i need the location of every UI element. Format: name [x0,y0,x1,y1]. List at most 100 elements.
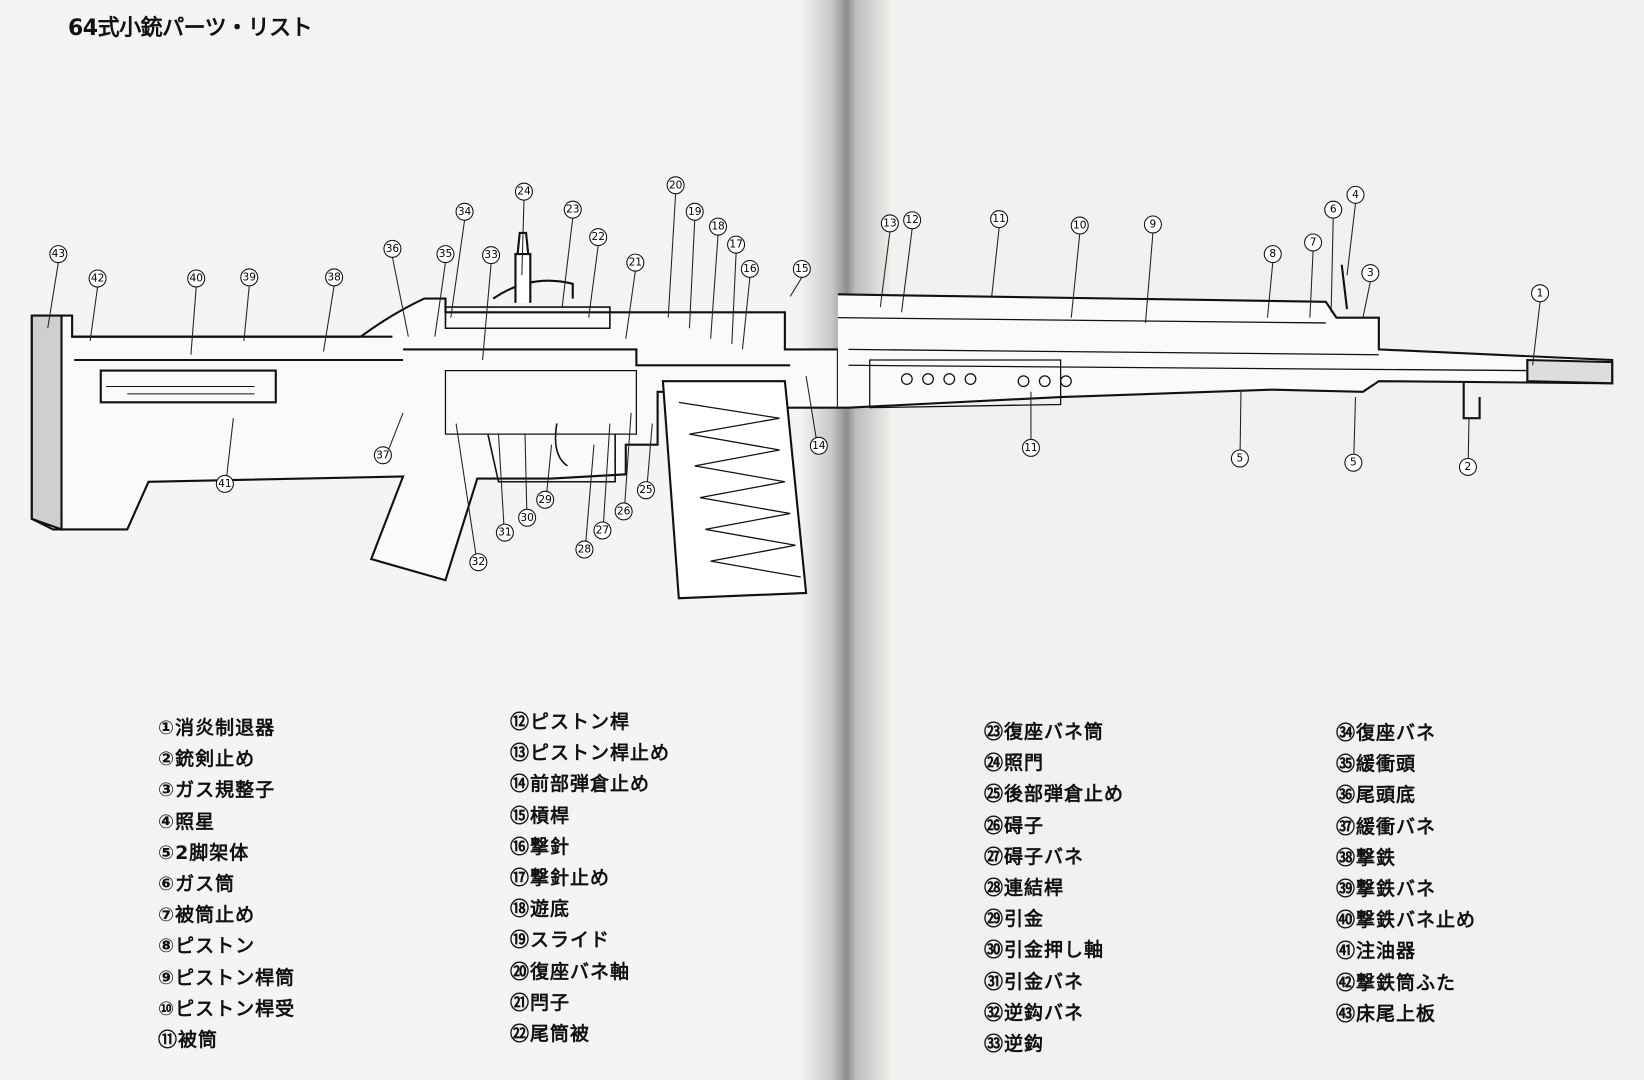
callout-number: 13 [883,217,896,229]
leader-line [731,253,737,345]
part-list-item: ㊵撃鉄バネ止め [1336,909,1477,932]
part-list-item: ㉒尾筒被 [510,1022,591,1045]
leader-line [434,262,446,337]
callout-number: 27 [596,524,609,536]
part-list-item: ㊲緩衝バネ [1336,815,1437,838]
callout-circle [1263,245,1282,264]
callout-number: 38 [327,271,340,283]
part-list-item: ⑧ピストン [158,935,256,958]
callout-circle [518,508,537,527]
callout-number: 42 [91,272,104,284]
callout: 27 [593,423,612,540]
page-title: 64式小銃パーツ・リスト [68,16,313,41]
callout-number: 35 [439,248,452,260]
leader-line [391,257,409,337]
part-list-item: ㉟緩衝頭 [1336,753,1417,776]
callout-circle [685,202,704,221]
callout: 4 [1346,185,1365,276]
callout-number: 5 [1350,457,1357,469]
callout: 32 [455,423,488,572]
part-list-item: ⑨ピストン桿筒 [158,966,296,989]
callout-number: 11 [992,213,1005,225]
callout: 2 [1458,418,1477,476]
callout-number: 11 [1024,442,1037,454]
callout-circle [1304,233,1323,252]
callout: 6 [1324,200,1343,313]
callout: 28 [575,444,595,559]
part-list-item: ③ガス規整子 [158,779,276,802]
part-list-item: ⑱遊底 [510,898,571,921]
callout-number: 28 [578,544,591,556]
callout-circle [809,436,828,455]
callout-circle [903,211,922,230]
leader-line [623,412,632,520]
leader-line [710,235,719,339]
callout-circle [187,269,206,288]
callout-number: 15 [795,263,808,275]
callout: 7 [1304,233,1323,318]
callout-circle [709,217,728,236]
callout-circle [792,259,811,278]
part-list-item: ④照星 [158,810,216,833]
callout-circle [589,228,608,247]
leader-line [190,286,197,355]
part-list-item: ①消炎制退器 [158,717,276,739]
callout-number: 40 [189,272,203,284]
part-list-item: ⑫ピストン桿 [510,711,631,733]
callout-number: 19 [688,206,701,218]
callout-circle [563,200,582,219]
leader-line [667,193,677,318]
part-list-item: ㊱尾頭底 [1336,784,1417,807]
leader-line [89,286,99,342]
callout-circle [1021,438,1040,457]
leader-line [601,423,611,539]
callout-number: 33 [484,249,497,261]
callout-number: 14 [812,440,826,452]
callout-circle [482,246,501,265]
callout: 12 [901,211,922,313]
callout-number: 20 [669,179,683,191]
callout: 42 [88,269,107,342]
part-list-item: ⑬ピストン桿止め [510,742,671,765]
callout: 20 [666,176,685,318]
part-list-item: ②銃剣止め [158,748,256,771]
callout: 39 [240,268,259,341]
part-list-item: ㊸床尾上板 [1336,1002,1437,1025]
callout-number: 2 [1465,461,1472,473]
part-list-item: ㉞復座バネ [1336,722,1437,744]
part-list-item: ㉔照門 [984,752,1045,775]
callout: 37 [373,412,404,465]
callout: 40 [187,269,206,355]
part-list-item: ⑮槓桿 [510,804,571,827]
part-list-item: ⑯撃針 [510,835,571,858]
callout: 11 [1021,391,1040,457]
handguard-holes [900,373,1072,388]
part-list-item: ㉖碍子 [984,814,1045,837]
callout: 11 [990,210,1009,297]
leader-line [1346,203,1357,276]
callout-number: 31 [498,527,511,539]
part-list-item: ㉑閂子 [510,991,571,1014]
callout-number: 23 [566,204,579,216]
callout: 29 [536,444,555,509]
callout-circle [666,176,685,195]
leader-line [789,277,803,297]
callout-circle [1346,185,1365,204]
part-list-item: ⑲スライド [510,929,611,952]
leader-line [482,263,492,361]
flash-suppressor [1526,358,1614,385]
leader-line [1144,232,1154,323]
callout: 21 [625,253,645,339]
callout-number: 32 [472,556,485,568]
callout-circle [469,553,488,572]
part-list-item: ㉚引金押し軸 [984,939,1105,962]
callout-circle [593,521,612,540]
callout-circle [880,214,899,233]
leader-line [322,285,335,352]
callout-number: 7 [1310,236,1317,248]
callout: 34 [450,202,474,318]
leader-line [741,277,751,350]
part-list-item: ㊳撃鉄 [1336,846,1397,869]
leader-line [47,262,59,329]
